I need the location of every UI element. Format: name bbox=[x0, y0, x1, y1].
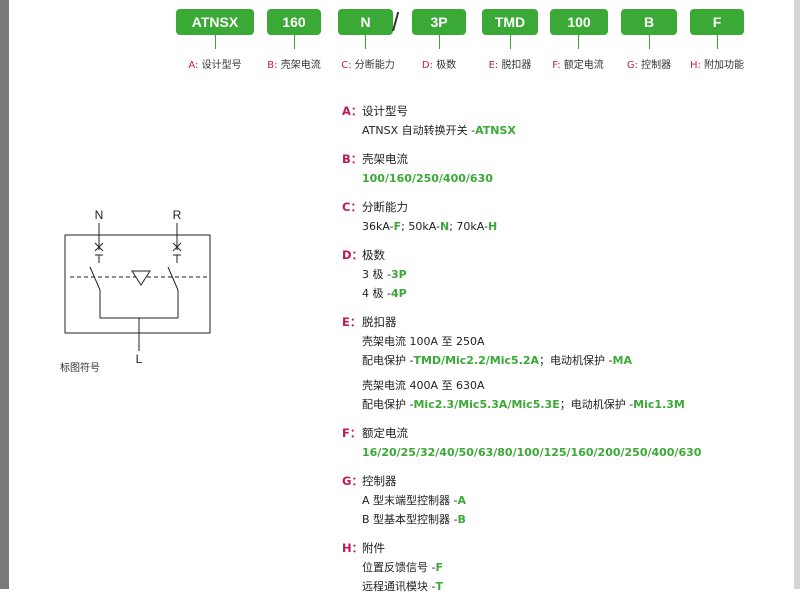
code-label-g: G: 控制器 bbox=[626, 60, 672, 71]
spec-heading: F：额定电流 bbox=[342, 426, 408, 440]
pole-n-switch-blade bbox=[89, 266, 101, 291]
spec-line: 位置反馈信号 -F bbox=[362, 561, 443, 574]
pole-n-cross-2 bbox=[94, 242, 104, 252]
code-box-a: ATNSX bbox=[176, 9, 254, 35]
interlock-triangle bbox=[131, 270, 151, 286]
enclosure-box bbox=[64, 234, 211, 334]
spec-section-d: D：极数 3 极 -3P 4 极 -4P bbox=[342, 245, 782, 303]
code-label-b: B: 壳架电流 bbox=[267, 60, 321, 71]
spec-heading: H：附件 bbox=[342, 541, 385, 555]
code-tick-h bbox=[717, 35, 718, 49]
spec-section-a: A：设计型号 ATNSX 自动转换开关 -ATNSX bbox=[342, 101, 782, 140]
code-tick-g bbox=[649, 35, 650, 49]
code-tick-e bbox=[510, 35, 511, 49]
code-box-b: 160 bbox=[267, 9, 321, 35]
spec-heading: G：控制器 bbox=[342, 474, 397, 488]
code-tick-a bbox=[215, 35, 216, 49]
pole-r-switch-blade bbox=[167, 266, 179, 291]
spec-line: 配电保护 -Mic2.3/Mic5.3A/Mic5.3E；电动机保护 -Mic1… bbox=[362, 398, 685, 411]
code-box-d: 3P bbox=[412, 9, 466, 35]
code-label-h: H: 附加功能 bbox=[689, 60, 745, 71]
terminal-r-label: R bbox=[173, 208, 182, 222]
spec-section-c: C：分断能力 36kA-F; 50kA-N; 70kA-H bbox=[342, 197, 782, 236]
code-box-e: TMD bbox=[482, 9, 538, 35]
spec-section-e: E：脱扣器 壳架电流 100A 至 250A 配电保护 -TMD/Mic2.2/… bbox=[342, 312, 782, 414]
code-label-a: A: 设计型号 bbox=[188, 60, 242, 71]
spec-line: 配电保护 -TMD/Mic2.2/Mic5.2A；电动机保护 -MA bbox=[362, 354, 632, 367]
code-box-f: 100 bbox=[550, 9, 608, 35]
spec-line: 远程通讯模块 -T bbox=[362, 580, 443, 593]
spec-section-b: B：壳架电流 100/160/250/400/630 bbox=[342, 149, 782, 188]
code-label-c: C: 分断能力 bbox=[341, 60, 395, 71]
right-edge bbox=[794, 0, 800, 589]
spec-line: ATNSX 自动转换开关 -ATNSX bbox=[362, 124, 516, 137]
left-edge bbox=[0, 0, 9, 589]
code-box-h: F bbox=[690, 9, 744, 35]
spec-line: 100/160/250/400/630 bbox=[362, 172, 493, 185]
code-box-c: N bbox=[338, 9, 393, 35]
spec-line: A 型末端型控制器 -A bbox=[362, 494, 467, 507]
spec-line: B 型基本型控制器 -B bbox=[362, 513, 466, 526]
spec-heading: D：极数 bbox=[342, 248, 385, 262]
code-separator: / bbox=[392, 7, 400, 37]
spec-line: 4 极 -4P bbox=[362, 287, 407, 300]
terminal-n-label: N bbox=[95, 208, 104, 222]
code-tick-f bbox=[578, 35, 579, 49]
spec-heading: E：脱扣器 bbox=[342, 315, 397, 329]
code-tick-d bbox=[439, 35, 440, 49]
circuit-symbol-drawing: N R L bbox=[64, 208, 211, 366]
terminal-l-label: L bbox=[136, 352, 143, 366]
spec-section-g: G：控制器 A 型末端型控制器 -A B 型基本型控制器 -B bbox=[342, 471, 782, 529]
code-label-d: D: 极数 bbox=[421, 60, 457, 71]
spec-heading: A：设计型号 bbox=[342, 104, 408, 118]
spec-line: 3 极 -3P bbox=[362, 268, 407, 281]
spec-heading: C：分断能力 bbox=[342, 200, 408, 214]
code-box-g: B bbox=[621, 9, 677, 35]
spec-line: 36kA-F; 50kA-N; 70kA-H bbox=[362, 220, 498, 233]
spec-heading: B：壳架电流 bbox=[342, 152, 408, 166]
code-tick-b bbox=[294, 35, 295, 49]
code-label-e: E: 脱扣器 bbox=[488, 60, 532, 71]
circuit-symbol: N R L bbox=[60, 205, 230, 375]
spec-section-h: H：附件 位置反馈信号 -F 远程通讯模块 -T bbox=[342, 538, 782, 596]
symbol-caption: 标图符号 bbox=[60, 363, 100, 374]
model-code-row: ATNSX A: 设计型号 160 B: 壳架电流 N C: 分断能力 / 3P… bbox=[0, 0, 800, 80]
pole-r-cross-2 bbox=[172, 242, 182, 252]
spec-section-f: F：额定电流 16/20/25/32/40/50/63/80/100/125/1… bbox=[342, 423, 782, 462]
spec-line: 16/20/25/32/40/50/63/80/100/125/160/200/… bbox=[362, 446, 702, 459]
code-label-f: F: 额定电流 bbox=[552, 60, 604, 71]
spec-line: 壳架电流 100A 至 250A bbox=[362, 335, 485, 348]
spec-line: 壳架电流 400A 至 630A bbox=[362, 379, 485, 392]
code-tick-c bbox=[365, 35, 366, 49]
spec-list: A：设计型号 ATNSX 自动转换开关 -ATNSX B：壳架电流 100/16… bbox=[342, 101, 782, 605]
